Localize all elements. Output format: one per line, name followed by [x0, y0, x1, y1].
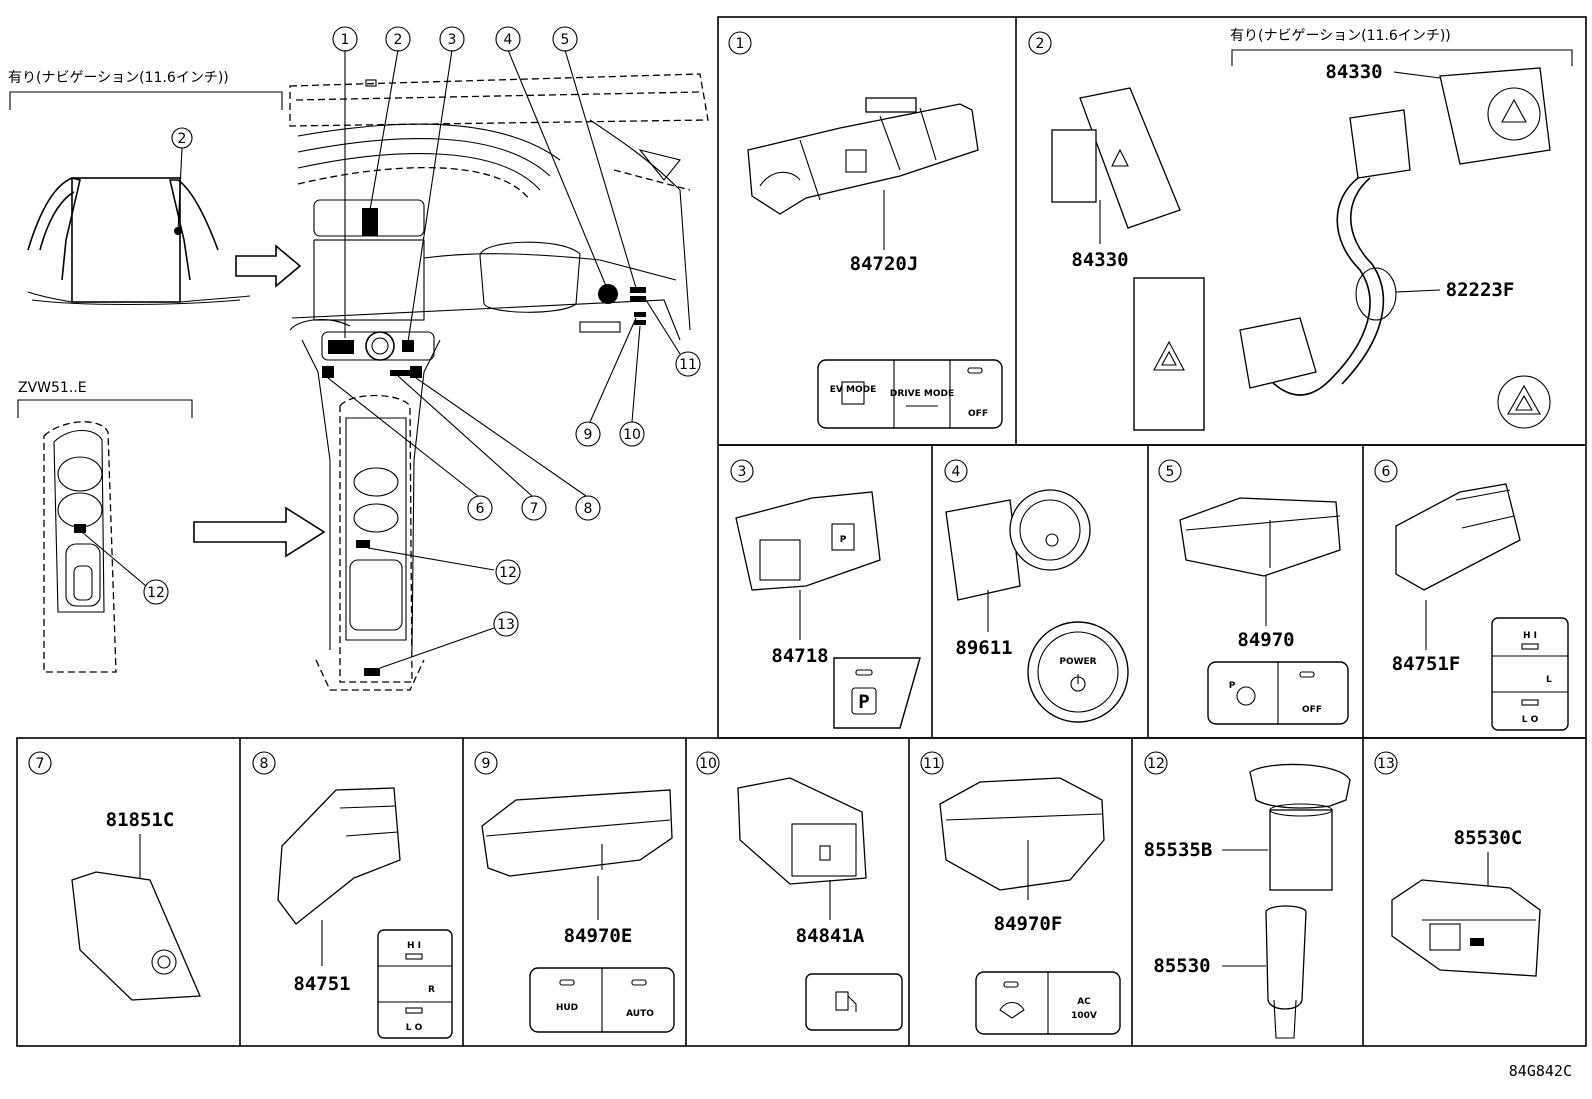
- p-small-label: P: [1229, 681, 1236, 691]
- panel-6: 6 84751F H I L L O: [1374, 459, 1569, 731]
- part-84330-b: 84330: [1325, 61, 1382, 83]
- callout-7: 7: [530, 501, 539, 517]
- callout-2: 2: [394, 32, 403, 48]
- nav-caption-left: 有り(ナビゲーション(11.6インチ)): [8, 70, 229, 86]
- dashboard-drawing: [289, 73, 709, 691]
- panel-10: 10 84841A: [696, 751, 903, 1031]
- panel-11-number: 11: [923, 756, 941, 772]
- callout-12: 12: [499, 565, 517, 581]
- panel-13-number: 13: [1377, 756, 1395, 772]
- callout-8: 8: [584, 501, 593, 517]
- panel-2-number: 2: [1036, 36, 1045, 52]
- nav-bracket-left: [9, 91, 283, 110]
- panel-12-number: 12: [1147, 756, 1165, 772]
- document-id: 84G842C: [1509, 1062, 1572, 1080]
- panel-13: 13 85530C: [1374, 751, 1541, 977]
- callout-10: 10: [623, 427, 641, 443]
- hazard-switch-face: [1133, 277, 1205, 431]
- callout-4: 4: [504, 32, 513, 48]
- nav-screen-detail: 2: [27, 127, 251, 306]
- panel-1-number: 1: [736, 36, 745, 52]
- p-label-drawing: P: [840, 535, 847, 545]
- part-84330-a: 84330: [1071, 249, 1128, 271]
- callout-13: 13: [497, 617, 515, 633]
- ac-label: AC: [1077, 997, 1091, 1007]
- panel-4: 4 89611 POWER: [944, 459, 1129, 723]
- seat-heater-switch-face-6: [1491, 617, 1569, 731]
- seat-heater-switch-face-8: [377, 929, 453, 1039]
- seat-side-l-label: L: [1546, 675, 1552, 685]
- part-82223F: 82223F: [1446, 279, 1515, 301]
- panel-3: 3 P 84718 P: [730, 459, 921, 729]
- drive-mode-label: DRIVE MODE: [890, 389, 954, 399]
- panel-9-number: 9: [482, 756, 491, 772]
- panel-11: 11 84970F AC 100V: [920, 751, 1121, 1035]
- panel-6-number: 6: [1382, 464, 1391, 480]
- ev-drive-switch-face: [817, 359, 1003, 429]
- panel-8-number: 8: [260, 756, 269, 772]
- overview-area: 有り(ナビゲーション(11.6インチ)) 2 ZVW51..E: [8, 26, 709, 691]
- panel-5: 5 84970 P OFF: [1158, 459, 1349, 725]
- part-84718: 84718: [771, 645, 828, 667]
- panel-4-number: 4: [952, 464, 961, 480]
- panel-2: 2 有り(ナビゲーション(11.6インチ)) 84330 84330 82223…: [1028, 28, 1573, 431]
- part-85535B: 85535B: [1144, 839, 1213, 861]
- ev-mode-label: EV MODE: [830, 385, 876, 395]
- power-switch-face: [1027, 621, 1129, 723]
- arrow-right-upper: [235, 244, 302, 288]
- panel-9: 9 84970E HUD AUTO: [474, 751, 675, 1033]
- part-84751F: 84751F: [1392, 653, 1461, 675]
- panel-grid: [16, 16, 1587, 1047]
- callout-2-nav: 2: [178, 131, 187, 147]
- hud-label: HUD: [556, 1003, 578, 1013]
- hazard-icon-circle: [1497, 375, 1551, 429]
- lo-label-6: L O: [1522, 715, 1539, 725]
- callout-12-console: 12: [147, 585, 165, 601]
- part-84751: 84751: [293, 973, 350, 995]
- nav-caption-panel-2: 有り(ナビゲーション(11.6インチ)): [1230, 28, 1451, 44]
- lo-label-8: L O: [406, 1023, 423, 1033]
- part-84841A: 84841A: [796, 925, 865, 947]
- console-detail: 12: [43, 421, 169, 673]
- overview-callouts: 1 2 3 4 5 6 7 8 9: [327, 26, 701, 669]
- off-label-5: OFF: [1302, 705, 1322, 715]
- part-84970F: 84970F: [994, 913, 1063, 935]
- auto-label: AUTO: [626, 1009, 654, 1019]
- callout-3: 3: [448, 32, 457, 48]
- 100v-label: 100V: [1071, 1011, 1097, 1021]
- part-84720J: 84720J: [850, 253, 919, 275]
- p-label-face: P: [858, 691, 869, 713]
- part-81851C: 81851C: [106, 809, 175, 831]
- panel-1: 1 84720J EV MODE DRIVE MODE OFF: [728, 31, 1003, 429]
- hi-label-6: H I: [1523, 631, 1537, 641]
- panel-3-number: 3: [738, 464, 747, 480]
- part-85530: 85530: [1153, 955, 1210, 977]
- callout-5: 5: [561, 32, 570, 48]
- callout-6: 6: [476, 501, 485, 517]
- part-84970: 84970: [1237, 629, 1294, 651]
- model-caption: ZVW51..E: [18, 380, 87, 396]
- part-84970E: 84970E: [564, 925, 633, 947]
- panel-7: 7 81851C: [28, 751, 201, 1001]
- parking-switch-face: [833, 657, 921, 729]
- panel-7-number: 7: [36, 756, 45, 772]
- callout-9: 9: [584, 427, 593, 443]
- part-85530C: 85530C: [1454, 827, 1523, 849]
- part-89611: 89611: [955, 637, 1012, 659]
- panel-8: 8 84751 H I R L O: [252, 751, 453, 1039]
- power-label: POWER: [1059, 657, 1096, 667]
- callout-1: 1: [341, 32, 350, 48]
- panel-12: 12 85535B 85530: [1144, 751, 1351, 1039]
- traction-off-label: OFF: [968, 409, 988, 419]
- arrow-right-lower: [193, 506, 326, 558]
- panel-5-number: 5: [1166, 464, 1175, 480]
- callout-11: 11: [679, 357, 697, 373]
- hi-label-8: H I: [407, 941, 421, 951]
- seat-side-r-label: R: [428, 985, 435, 995]
- panel-10-number: 10: [699, 756, 717, 772]
- model-bracket: [17, 399, 193, 418]
